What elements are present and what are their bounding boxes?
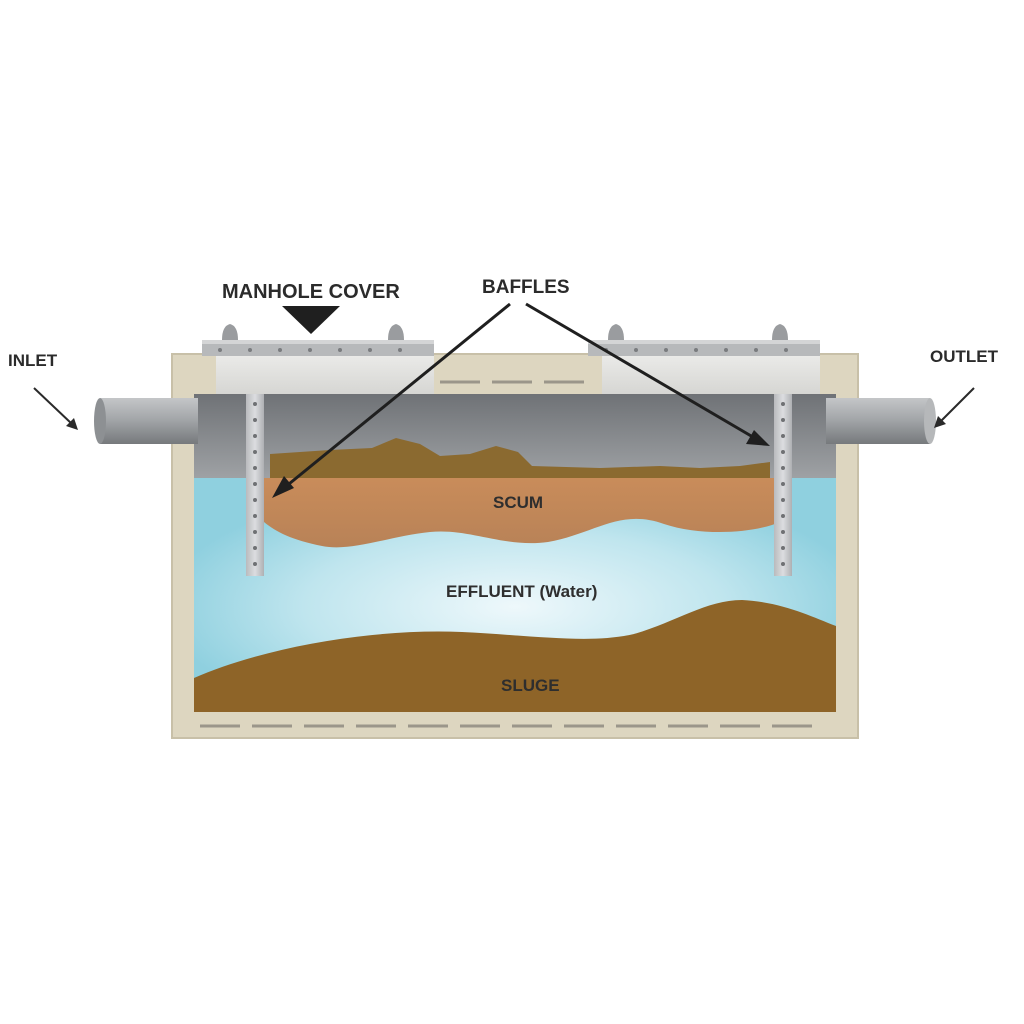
baffles-label: BAFFLES	[482, 277, 570, 298]
scum-label: SCUM	[493, 493, 543, 512]
tank-interior	[194, 394, 836, 712]
effluent-label: EFFLUENT (Water)	[446, 582, 597, 601]
manhole-riser-left	[216, 352, 434, 394]
outlet-arrow-icon	[934, 387, 975, 428]
inlet-arrow-icon	[33, 387, 78, 430]
baffles-arrows	[272, 302, 770, 498]
baffle-right	[774, 394, 792, 576]
inlet-label: INLET	[8, 351, 58, 370]
manhole-cover-pointer-icon	[282, 306, 340, 334]
sludge-label: SLUGE	[501, 676, 560, 695]
outlet-pipe	[826, 398, 936, 444]
sludge-layer	[194, 600, 836, 712]
outlet-label: OUTLET	[930, 347, 999, 366]
wall-texture	[200, 380, 812, 728]
manhole-riser-right	[602, 352, 820, 394]
manhole-cover-left	[202, 324, 434, 356]
baffle-left	[246, 394, 264, 576]
inlet-pipe	[94, 398, 198, 444]
manhole-cover-right	[588, 324, 820, 356]
scum-crust	[270, 438, 770, 478]
manhole-cover-label: MANHOLE COVER	[222, 281, 400, 303]
scum-layer	[264, 478, 780, 548]
